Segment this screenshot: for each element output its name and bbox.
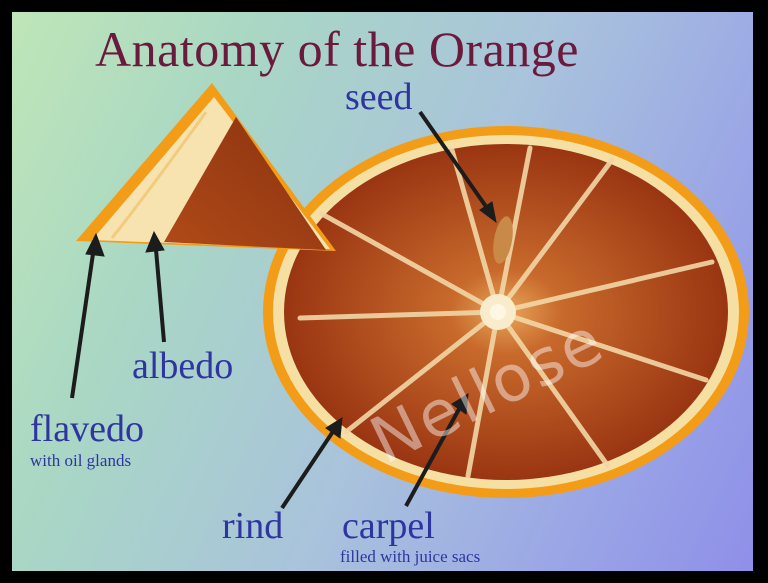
albedo-arrow (155, 238, 164, 342)
seed-label: seed (345, 78, 413, 116)
flavedo-sublabel: with oil glands (30, 452, 131, 469)
carpel-label: carpel (342, 507, 435, 545)
rind-wedge (76, 83, 336, 251)
flavedo-arrow (72, 240, 95, 398)
carpel-sublabel: filled with juice sacs (340, 548, 480, 565)
flavedo-label: flavedo (30, 410, 144, 448)
orange-slice (263, 126, 749, 498)
rind-label: rind (222, 507, 283, 545)
albedo-label: albedo (132, 347, 233, 385)
diagram-title: Anatomy of the Orange (95, 24, 579, 74)
rind-arrow (282, 424, 338, 508)
